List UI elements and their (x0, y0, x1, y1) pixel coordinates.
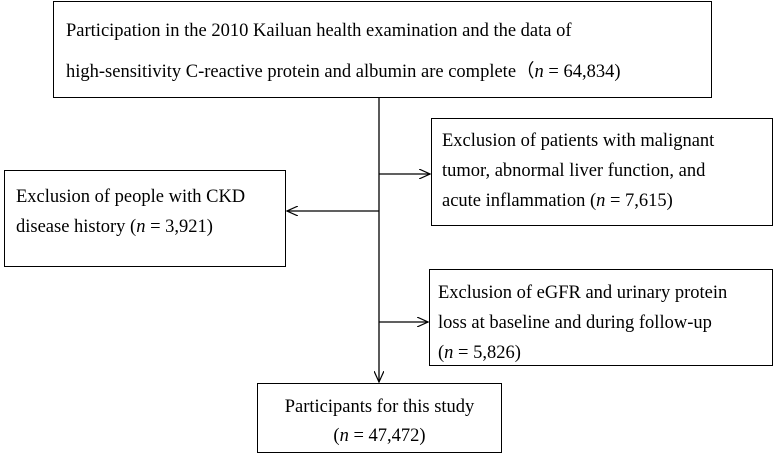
box-initial-count: = 64,834) (543, 62, 621, 82)
box-exclusion-egfr-line-3: (n = 5,826) (438, 338, 772, 368)
box-initial-line-2: high-sensitivity C-reactive protein and … (66, 52, 711, 93)
box-exclusion-ckd: Exclusion of people with CKD disease his… (4, 170, 286, 267)
box-exclusion-tumor-line-3: acute inflammation (n = 7,615) (442, 186, 772, 216)
box-initial-line-1: Participation in the 2010 Kailuan health… (66, 21, 572, 41)
box-initial-line-2-text: high-sensitivity C-reactive protein and … (66, 62, 535, 82)
box-exclusion-egfr-line-2: loss at baseline and during follow-up (438, 313, 712, 333)
box-exclusion-egfr-line-3-text: ( (438, 343, 445, 363)
box-exclusion-tumor-count: = 7,615) (605, 191, 673, 211)
box-exclusion-tumor: Exclusion of patients with malignant tum… (431, 118, 773, 226)
box-exclusion-egfr: Exclusion of eGFR and urinary protein lo… (429, 269, 773, 366)
box-exclusion-tumor-line-1: Exclusion of patients with malignant (442, 131, 715, 151)
box-exclusion-tumor-line-3-text: acute inflammation ( (442, 191, 597, 211)
box-exclusion-ckd-count: = 3,921) (145, 217, 213, 237)
box-final-count: = 47,472) (348, 426, 426, 446)
n-symbol: n (596, 191, 606, 211)
n-symbol: n (339, 426, 349, 446)
box-final-line-2-text: ( (333, 426, 340, 446)
box-exclusion-egfr-line-1: Exclusion of eGFR and urinary protein (438, 283, 728, 303)
box-final-line-1: Participants for this study (284, 397, 475, 417)
n-symbol: n (136, 217, 146, 237)
n-symbol: n (444, 343, 454, 363)
box-exclusion-ckd-line-2-text: disease history ( (16, 217, 137, 237)
box-exclusion-ckd-line-2: disease history (n = 3,921) (16, 212, 285, 242)
box-final-line-2: (n = 47,472) (258, 422, 501, 451)
box-exclusion-egfr-count: = 5,826) (453, 343, 521, 363)
box-initial-participants: Participation in the 2010 Kailuan health… (53, 1, 712, 98)
box-exclusion-ckd-line-1: Exclusion of people with CKD (16, 187, 246, 207)
box-final-participants: Participants for this study (n = 47,472) (257, 383, 502, 453)
n-symbol: n (534, 62, 544, 82)
box-exclusion-tumor-line-2: tumor, abnormal liver function, and (442, 161, 706, 181)
